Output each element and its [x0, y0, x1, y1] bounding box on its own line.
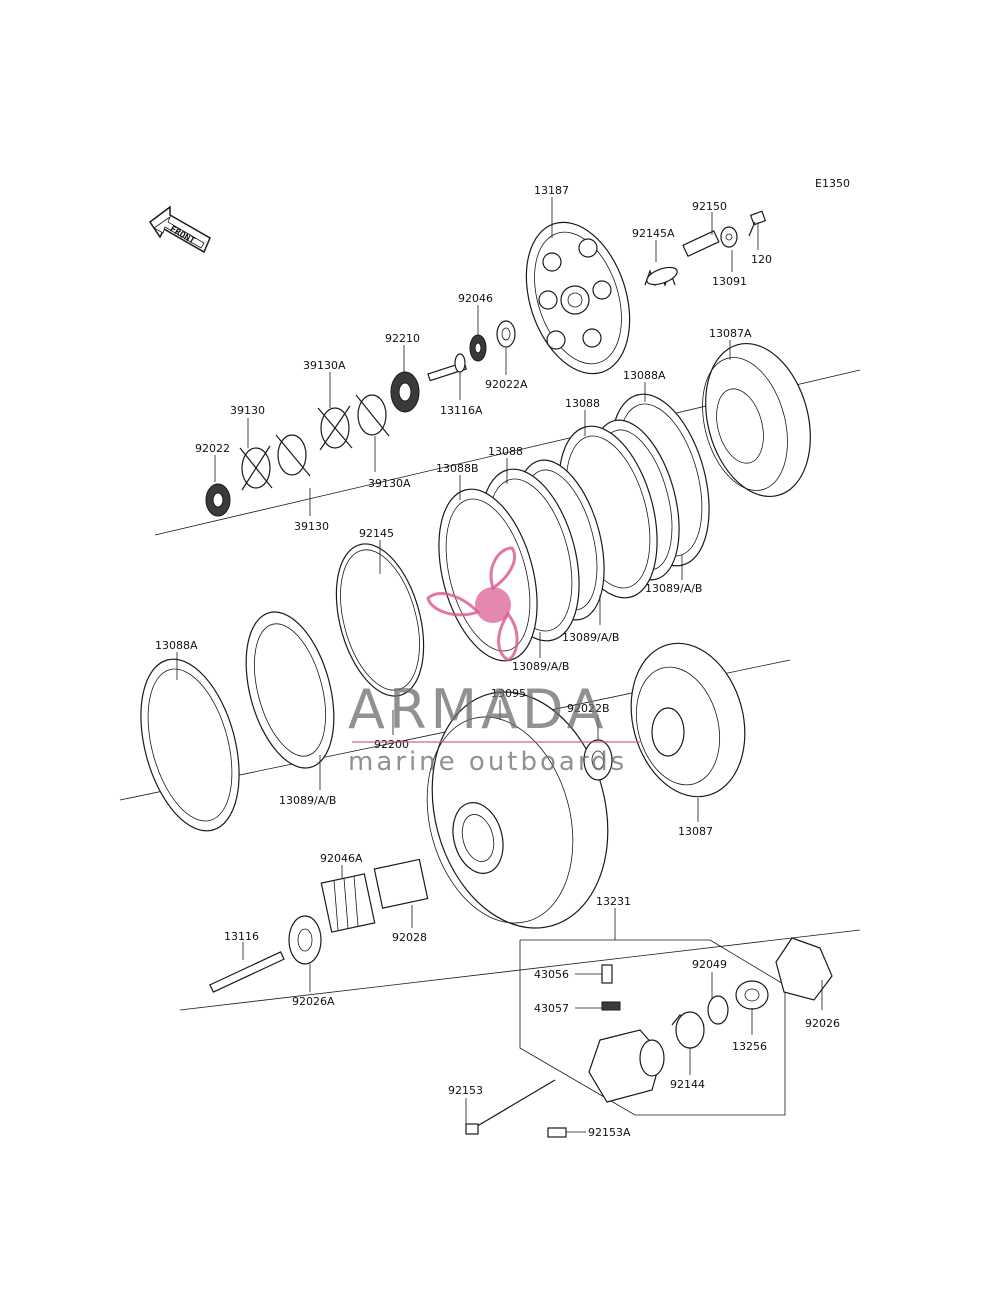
label-13089-middle: 13089/A/B	[562, 631, 619, 644]
bearing-92022	[205, 483, 231, 517]
label-92145A: 92145A	[632, 227, 675, 240]
release-cylinder-body	[588, 1029, 665, 1103]
washer-13091	[720, 226, 738, 248]
collar-92150	[682, 230, 720, 257]
label-39130-top: 39130	[230, 404, 265, 417]
label-13089-right: 13089/A/B	[645, 582, 702, 595]
cam-plate-39130-lower	[275, 434, 311, 477]
clutch-hub-13087	[630, 642, 746, 798]
wire-ring-92145	[335, 543, 425, 697]
label-92144: 92144	[670, 1078, 705, 1091]
release-cylinder-box-13231	[519, 939, 786, 1116]
front-arrow-icon: FRONT	[148, 205, 211, 254]
leader-lines	[176, 197, 823, 1133]
label-92026A: 92026A	[292, 995, 335, 1008]
bolt-92153A	[547, 1127, 567, 1138]
label-92022B: 92022B	[567, 702, 610, 715]
label-13087: 13087	[678, 825, 713, 838]
steel-plate-13089-left	[245, 611, 335, 769]
label-13087A: 13087A	[709, 327, 752, 340]
pushrod-13116A	[427, 353, 468, 382]
spring-92145A	[644, 266, 678, 287]
label-13231: 13231	[596, 895, 631, 908]
label-120: 120	[751, 253, 772, 266]
label-43056: 43056	[534, 968, 569, 981]
label-13088-b: 13088	[488, 445, 523, 458]
gasket-92026	[775, 937, 833, 1001]
needle-bearing-92046A	[320, 873, 376, 933]
label-13256: 13256	[732, 1040, 767, 1053]
label-92150: 92150	[692, 200, 727, 213]
label-13095: 13095	[491, 687, 526, 700]
friction-plate-13088B	[438, 488, 538, 662]
armada-watermark: ARMADA marine outboards	[348, 546, 640, 777]
cam-plate-39130A-upper	[317, 405, 353, 451]
label-92022A: 92022A	[485, 378, 528, 391]
clutch-hub-13087A	[702, 342, 811, 498]
clutch-housing-13095	[426, 691, 609, 929]
label-13116: 13116	[224, 930, 259, 943]
label-43057: 43057	[534, 1002, 569, 1015]
diagram-reference-code: E1350	[815, 177, 850, 190]
label-13187: 13187	[534, 184, 569, 197]
label-92046A: 92046A	[320, 852, 363, 865]
friction-plate-13088A-left	[140, 658, 240, 832]
label-13089-centre: 13089/A/B	[512, 660, 569, 673]
washer-92022B	[583, 739, 613, 781]
label-13088A-left: 13088A	[155, 639, 198, 652]
label-39130A-top: 39130A	[303, 359, 346, 372]
watermark-tagline: marine outboards	[348, 747, 627, 777]
washer-92022A	[496, 320, 516, 348]
bolt-92153	[465, 1079, 556, 1135]
propeller-logo-icon	[426, 546, 519, 662]
washer-92026A	[288, 915, 322, 965]
label-92153A: 92153A	[588, 1126, 631, 1139]
piston-13256	[735, 980, 769, 1010]
seal-92049	[707, 995, 729, 1025]
label-92046: 92046	[458, 292, 493, 305]
part-labels: 13187 92150 92145A 120 13091 92046 92210…	[155, 184, 840, 1139]
cap-43057	[601, 1001, 621, 1011]
label-13088-a: 13088	[565, 397, 600, 410]
pushrod-13116	[209, 951, 285, 993]
label-92049: 92049	[692, 958, 727, 971]
label-13088B: 13088B	[436, 462, 479, 475]
label-13089-left: 13089/A/B	[279, 794, 336, 807]
label-13091: 13091	[712, 275, 747, 288]
label-92210: 92210	[385, 332, 420, 345]
label-92022: 92022	[195, 442, 230, 455]
label-39130-bottom: 39130	[294, 520, 329, 533]
label-92153: 92153	[448, 1084, 483, 1097]
cam-plate-39130A-lower	[355, 394, 390, 437]
label-13088A-top: 13088A	[623, 369, 666, 382]
label-92026: 92026	[805, 1017, 840, 1030]
sleeve-92028	[373, 858, 429, 909]
pressure-plate-13187	[525, 221, 631, 375]
bearing-92210	[390, 371, 420, 413]
label-39130A-bottom: 39130A	[368, 477, 411, 490]
label-92145: 92145	[359, 527, 394, 540]
cam-plate-39130-upper	[239, 445, 273, 491]
bolt-120	[748, 210, 767, 237]
label-13116A: 13116A	[440, 404, 483, 417]
bleeder-43056	[601, 964, 613, 984]
washer-92046	[469, 334, 487, 362]
label-92028: 92028	[392, 931, 427, 944]
boot-92144	[671, 1011, 705, 1049]
watermark-brand: ARMADA	[348, 678, 608, 741]
